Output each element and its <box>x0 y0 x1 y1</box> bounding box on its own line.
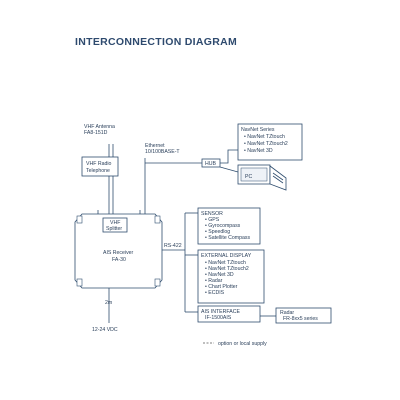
sensor-item-2: • Gyrocompass <box>205 223 241 229</box>
ais-receiver-label: AIS Receiver <box>103 250 134 256</box>
sensor-header: SENSOR <box>201 211 223 217</box>
vhf-splitter-label: VHF <box>110 220 120 226</box>
hub-label: HUB <box>205 161 216 167</box>
external-display-header: EXTERNAL DISPLAY <box>201 253 252 259</box>
power-label: 12-24 VDC <box>92 327 118 333</box>
hub-to-navnet-cable <box>220 149 238 164</box>
vhf-splitter-label-2: Splitter <box>106 226 122 232</box>
vhf-splitter-box <box>102 217 128 233</box>
external-display-item-5: • Chart Plotter <box>205 284 238 290</box>
legend-label: option or local supply <box>218 341 267 347</box>
ais-interface-model: IF-1500AIS <box>205 315 232 321</box>
external-display-item-3: • NavNet 3D <box>205 272 234 278</box>
vhf-antenna-model: FA8-151D <box>84 130 108 136</box>
radar-label: Radar <box>280 310 294 316</box>
navnet-item-1: • NavNet TZtouch <box>244 134 285 140</box>
vhf-radio-label-2: Telephone <box>86 168 110 174</box>
radar-model: FR-8xx5 series <box>283 316 318 322</box>
page-title: INTERCONNECTION DIAGRAM <box>75 36 238 48</box>
sensor-item-4: • Satellite Compass <box>205 235 250 241</box>
external-display-item-4: • Radar <box>205 278 223 284</box>
rs422-label: RS-422 <box>164 243 182 249</box>
navnet-item-2: • NavNet TZtouch2 <box>244 141 288 147</box>
cable-length-label: 2m <box>105 300 112 306</box>
sensor-item-3: • Speedlog <box>205 229 230 235</box>
external-display-item-1: • NavNet TZtouch <box>205 260 246 266</box>
navnet-item-3: • NavNet 3D <box>244 148 273 154</box>
external-display-box <box>197 249 265 304</box>
ais-interface-label: AIS INTERFACE <box>201 309 240 315</box>
external-display-item-2: • NavNet TZtouch2 <box>205 266 249 272</box>
navnet-header: NavNet Series <box>241 127 275 133</box>
vhf-radio-box <box>81 156 119 177</box>
ethernet-spec: 10/100BASE-T <box>145 149 180 155</box>
sensor-item-1: • GPS <box>205 217 220 223</box>
ais-interface-box <box>197 305 261 323</box>
ethernet-label: Ethernet <box>145 143 165 149</box>
external-display-item-6: • ECDIS <box>205 290 225 296</box>
vhf-antenna-label: VHF Antenna <box>84 124 115 130</box>
vhf-radio-label: VHF Radio <box>86 161 111 167</box>
ais-receiver-unit <box>74 210 163 289</box>
navnet-series-box <box>237 123 303 161</box>
ais-receiver-model: FA-30 <box>112 257 126 263</box>
pc-label: PC <box>245 174 252 180</box>
hub-to-pc-cable <box>219 166 239 173</box>
sensor-box <box>197 207 261 245</box>
pc-laptop <box>237 164 287 191</box>
radar-box <box>275 307 332 324</box>
